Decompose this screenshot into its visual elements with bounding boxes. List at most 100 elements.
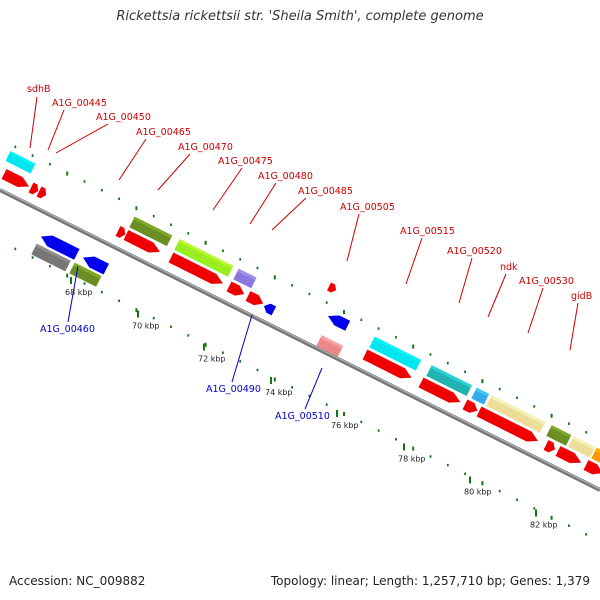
gene-A1G_00470-body	[174, 239, 234, 277]
gene-green-block[interactable]	[546, 425, 572, 446]
cds-forward-6-body	[226, 281, 245, 296]
label-A1G_00520[interactable]: A1G_00520	[447, 246, 502, 257]
gene-A1G_00490[interactable]	[262, 302, 277, 316]
cds-forward-0[interactable]	[1, 169, 32, 191]
label-A1G_00505[interactable]: A1G_00505	[340, 202, 395, 213]
scale-tick-label: 76 kbp	[331, 421, 359, 430]
cds-forward-14[interactable]	[583, 460, 600, 478]
gene-orange-block[interactable]	[591, 447, 600, 463]
label-A1G_00480[interactable]: A1G_00480	[258, 171, 313, 182]
gene-A1G_00530[interactable]	[486, 395, 546, 433]
leader-A1G_00520	[458, 257, 473, 304]
gene-grey-block[interactable]	[31, 243, 71, 272]
scale-tick-label: 74 kbp	[265, 388, 293, 397]
cds-forward-4[interactable]	[123, 230, 163, 257]
cds-reverse-2-highlight	[333, 315, 351, 324]
gene-A1G_00475-body	[233, 268, 257, 289]
cds-forward-13-highlight	[559, 446, 579, 458]
label-gidB[interactable]: gidB	[571, 291, 592, 302]
cds-forward-4-body	[123, 230, 160, 253]
label-ndk[interactable]: ndk	[500, 262, 518, 273]
label-sdhB[interactable]: sdhB	[27, 84, 51, 95]
gene-A1G_00510-body	[316, 335, 344, 357]
leader-A1G_00510	[304, 367, 323, 410]
gene-A1G_00510[interactable]	[316, 335, 344, 357]
cds-forward-7[interactable]	[245, 291, 266, 308]
cds-forward-small[interactable]	[326, 282, 338, 294]
gene-green-block-body	[546, 425, 572, 446]
label-A1G_00470[interactable]: A1G_00470	[178, 142, 233, 153]
leader-A1G_00505	[346, 213, 360, 262]
label-A1G_00475[interactable]: A1G_00475	[218, 156, 273, 167]
cds-forward-10[interactable]	[462, 399, 480, 416]
leader-A1G_00480	[249, 182, 277, 225]
cds-reverse-0[interactable]	[38, 231, 80, 260]
leader-ndk	[487, 273, 507, 318]
gene-A1G_00465-highlight	[133, 216, 173, 239]
leader-gidB	[569, 302, 579, 351]
cds-forward-6[interactable]	[226, 281, 247, 299]
label-A1G_00445[interactable]: A1G_00445	[52, 98, 107, 109]
gene-grey-block-highlight	[35, 243, 71, 264]
gene-A1G_00470[interactable]	[174, 239, 234, 277]
cds-forward-6-highlight	[230, 281, 243, 290]
cds-forward-8-body	[362, 349, 412, 379]
label-A1G_00460[interactable]: A1G_00460	[40, 324, 95, 335]
leader-A1G_00530	[527, 287, 544, 334]
leader-A1G_00490	[231, 314, 253, 383]
gene-sdhB-body	[5, 151, 36, 174]
label-A1G_00515[interactable]: A1G_00515	[400, 226, 455, 237]
cds-forward-12[interactable]	[543, 440, 558, 454]
label-A1G_00465[interactable]: A1G_00465	[136, 127, 191, 138]
cds-forward-14-highlight	[587, 460, 600, 469]
gene-ndk-highlight	[475, 387, 490, 397]
cds-forward-1-highlight	[32, 182, 38, 188]
label-A1G_00530[interactable]: A1G_00530	[519, 276, 574, 287]
scale-tick-label: 68 kbp	[65, 288, 93, 297]
cds-forward-2[interactable]	[36, 186, 49, 200]
map-title: Rickettsia rickettsii str. 'Sheila Smith…	[116, 9, 484, 24]
gene-orange-block-body	[591, 447, 600, 463]
gene-ndk[interactable]	[471, 387, 490, 405]
leader-A1G_00465	[118, 138, 147, 181]
gene-sdhB[interactable]	[5, 151, 36, 174]
gene-A1G_00470-highlight	[178, 239, 234, 269]
cds-forward-9-body	[418, 377, 461, 403]
label-A1G_00450[interactable]: A1G_00450	[96, 112, 151, 123]
cds-reverse-1[interactable]	[80, 252, 109, 275]
cds-forward-0-body	[1, 169, 30, 187]
cds-forward-10-highlight	[466, 399, 476, 407]
cds-forward-5-body	[168, 252, 223, 284]
genome-summary-text: Topology: linear; Length: 1,257,710 bp; …	[270, 574, 590, 588]
gene-A1G_00520[interactable]	[426, 365, 472, 396]
gene-A1G_00515-body	[369, 336, 422, 371]
gene-A1G_00530-highlight	[490, 395, 546, 425]
gene-A1G_00475[interactable]	[233, 268, 257, 289]
cds-forward-9[interactable]	[418, 377, 463, 408]
label-A1G_00485[interactable]: A1G_00485	[298, 186, 353, 197]
cds-forward-1[interactable]	[28, 182, 41, 196]
label-A1G_00510[interactable]: A1G_00510	[275, 411, 330, 422]
gene-A1G_00515[interactable]	[369, 336, 422, 371]
gene-A1G_00465[interactable]	[129, 216, 173, 247]
gene-gidB-body	[568, 436, 596, 458]
cds-forward-3[interactable]	[115, 226, 128, 239]
label-A1G_00490[interactable]: A1G_00490	[206, 384, 261, 395]
cds-forward-5[interactable]	[168, 252, 226, 289]
leader-A1G_00460	[67, 265, 79, 323]
cds-forward-13[interactable]	[555, 446, 584, 467]
gene-green-block-highlight	[550, 425, 572, 438]
cds-forward-11[interactable]	[476, 406, 541, 446]
leader-sdhB	[29, 96, 38, 149]
gene-grey-block-body	[31, 243, 71, 272]
cds-forward-8[interactable]	[362, 349, 414, 383]
cds-reverse-0-body	[41, 235, 80, 260]
cds-forward-11-highlight	[480, 406, 535, 437]
gene-gidB[interactable]	[568, 436, 596, 458]
gene-A1G_00530-body	[486, 395, 546, 433]
gene-gidB-highlight	[572, 436, 596, 450]
cds-reverse-2[interactable]	[326, 311, 351, 331]
cds-forward-9-highlight	[422, 377, 458, 398]
cds-forward-12-highlight	[547, 440, 555, 447]
